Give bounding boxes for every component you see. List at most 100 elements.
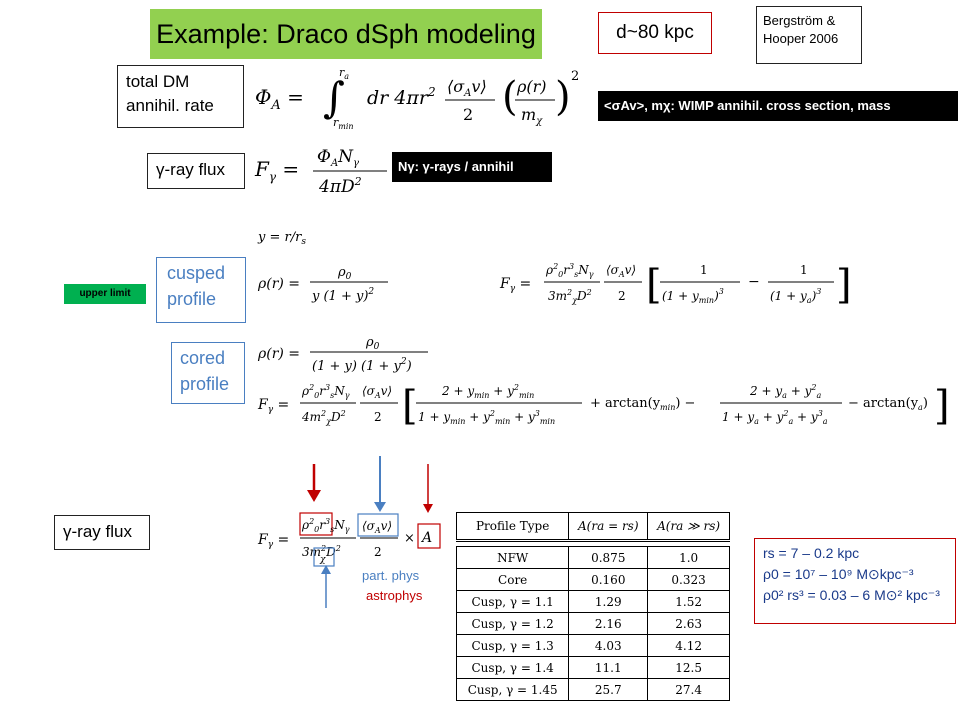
svg-text:− arctan(ya): − arctan(ya) xyxy=(848,396,928,412)
svg-text:1: 1 xyxy=(700,263,708,277)
svg-text:ρ0: ρ0 xyxy=(365,335,380,352)
a-rs-cell: 2.16 xyxy=(568,612,649,635)
svg-text:⟨σAv⟩: ⟨σAv⟩ xyxy=(606,263,636,279)
cusped-profile-label: cusped profile xyxy=(156,257,246,323)
svg-text:ρ20r3sNγ: ρ20r3sNγ xyxy=(301,383,350,400)
parameters-box: rs = 7 – 0.2 kpc ρ0 = 10⁷ – 10⁹ M⊙kpc⁻³ … xyxy=(754,538,956,624)
svg-text:2: 2 xyxy=(374,410,382,424)
wimp-note: <σAv>, mχ: WIMP annihil. cross section, … xyxy=(598,91,958,121)
svg-text:∫: ∫ xyxy=(323,73,345,122)
cored-profile-label: cored profile xyxy=(171,342,245,404)
svg-text:2: 2 xyxy=(571,69,579,84)
svg-text:]: ] xyxy=(934,383,950,429)
distance-label: d~80 kpc xyxy=(598,12,712,54)
svg-text:mχ: mχ xyxy=(521,105,543,127)
svg-text:ra: ra xyxy=(339,66,349,81)
profile-type-cell: Core xyxy=(455,568,570,591)
cusped-line-1: cusped xyxy=(167,263,226,283)
a-gg-rs-cell: 1.52 xyxy=(647,590,730,613)
a-rs-cell: 11.1 xyxy=(568,656,649,679)
cusped-flux-equation: Fγ = ρ20r3sNγ 3m2χD2 ⟨σAv⟩ 2 [ 1 (1 + ym… xyxy=(499,262,852,308)
a-gg-rs-cell: 27.4 xyxy=(647,678,730,701)
svg-text:ρ(r) =: ρ(r) = xyxy=(257,346,300,362)
upper-limit-badge: upper limit xyxy=(64,284,146,304)
svg-text:3m2χD2: 3m2χD2 xyxy=(548,288,592,305)
ngamma-note: Nγ: γ-rays / annihil xyxy=(392,152,552,182)
svg-text:(: ( xyxy=(502,74,518,120)
param-rho0: ρ0 = 10⁷ – 10⁹ M⊙kpc⁻³ xyxy=(763,566,914,582)
cored-flux-equation: Fγ = ρ20r3sNγ 4m2χD2 ⟨σAv⟩ 2 [ 2 + ymin … xyxy=(257,383,950,429)
svg-text:(1 + ymin)3: (1 + ymin)3 xyxy=(662,287,724,305)
arrow-annotations xyxy=(307,456,433,608)
a-gg-rs-cell: 4.12 xyxy=(647,634,730,657)
svg-text:(1 + ya)3: (1 + ya)3 xyxy=(770,287,821,305)
svg-text:ρ20r3sNγ: ρ20r3sNγ xyxy=(301,517,350,534)
col-header-a-rs: A(ra = rs) xyxy=(568,512,649,541)
a-rs-cell: 0.160 xyxy=(568,568,649,591)
svg-text:2 + ymin + y2min: 2 + ymin + y2min xyxy=(441,383,534,400)
svg-text:]: ] xyxy=(836,262,852,308)
a-gg-rs-cell: 12.5 xyxy=(647,656,730,679)
a-gg-rs-cell: 0.323 xyxy=(647,568,730,591)
svg-text:[: [ xyxy=(402,383,418,429)
svg-text:(1 + y) (1 + y2): (1 + y) (1 + y2) xyxy=(312,357,412,374)
gamma-flux-equation: Fγ = ΦANγ 4πD2 xyxy=(254,147,387,197)
svg-text:Fγ =: Fγ = xyxy=(254,157,299,184)
profile-type-cell: Cusp, γ = 1.1 xyxy=(455,590,570,613)
svg-text:−: − xyxy=(748,274,760,290)
cored-line-2: profile xyxy=(180,374,230,394)
svg-text:A: A xyxy=(420,530,432,546)
profile-type-cell: Cusp, γ = 1.3 xyxy=(455,634,570,657)
svg-text:): ) xyxy=(555,74,571,120)
svg-text:[: [ xyxy=(646,262,662,308)
col-header-profile: Profile Type xyxy=(455,512,570,541)
factorized-flux-equation: Fγ = ρ20r3sNγ 3m2D2 χ ⟨σAv⟩ 2 × A xyxy=(257,512,441,567)
svg-text:⟨σAv⟩: ⟨σAv⟩ xyxy=(447,77,487,99)
annihil-rate-line-1: total DM xyxy=(126,72,190,91)
svg-text:ρ20r3sNγ: ρ20r3sNγ xyxy=(545,262,594,279)
svg-text:1 + ya + y2a + y3a: 1 + ya + y2a + y3a xyxy=(722,409,828,426)
gamma-flux-label-2: γ-ray flux xyxy=(54,515,150,550)
svg-text:1 + ymin + y2min + y3min: 1 + ymin + y2min + y3min xyxy=(418,409,555,426)
profile-type-cell: Cusp, γ = 1.45 xyxy=(455,678,570,701)
reference-line-1: Bergström & xyxy=(763,13,836,28)
annihil-rate-equation: ΦA = ∫ ra rmin dr 4πr2 ⟨σAv⟩ 2 ( ρ(r) mχ… xyxy=(255,66,579,131)
reference-box: Bergström & Hooper 2006 xyxy=(756,6,862,64)
svg-text:+ arctan(ymin) −: + arctan(ymin) − xyxy=(590,396,695,412)
svg-text:2: 2 xyxy=(618,289,626,303)
svg-text:y = r/rs: y = r/rs xyxy=(257,230,306,247)
svg-text:χ: χ xyxy=(319,555,326,565)
part-phys-label: part. phys xyxy=(362,568,420,583)
annihil-rate-label: total DM annihil. rate xyxy=(117,65,244,128)
a-rs-cell: 25.7 xyxy=(568,678,649,701)
svg-text:4m2χD2: 4m2χD2 xyxy=(301,409,346,426)
svg-text:×: × xyxy=(404,531,415,546)
a-rs-cell: 1.29 xyxy=(568,590,649,613)
reference-line-2: Hooper 2006 xyxy=(763,31,839,46)
svg-text:dr 4πr2: dr 4πr2 xyxy=(367,85,436,109)
profile-type-cell: Cusp, γ = 1.4 xyxy=(455,656,570,679)
svg-text:y (1 + y)2: y (1 + y)2 xyxy=(311,287,374,304)
astrophys-label: astrophys xyxy=(366,588,423,603)
table-header: Profile Type A(ra = rs) A(ra ≫ rs) xyxy=(455,512,730,547)
a-rs-cell: 0.875 xyxy=(568,546,649,569)
svg-text:Fγ =: Fγ = xyxy=(499,276,531,294)
param-rho0-rs: ρ0² rs³ = 0.03 – 6 M⊙² kpc⁻³ xyxy=(763,587,940,603)
svg-text:ρ0: ρ0 xyxy=(337,265,352,282)
param-rs: rs = 7 – 0.2 kpc xyxy=(763,545,860,561)
y-definition: y = r/rs xyxy=(257,230,306,247)
svg-text:Fγ =: Fγ = xyxy=(257,532,289,550)
svg-text:4πD2: 4πD2 xyxy=(318,175,362,197)
svg-text:ρ(r): ρ(r) xyxy=(516,77,547,96)
svg-text:2 + ya + y2a: 2 + ya + y2a xyxy=(749,383,821,400)
gamma-flux-label-1: γ-ray flux xyxy=(147,153,245,189)
cored-line-1: cored xyxy=(180,348,226,368)
svg-text:ΦA =: ΦA = xyxy=(255,85,304,113)
